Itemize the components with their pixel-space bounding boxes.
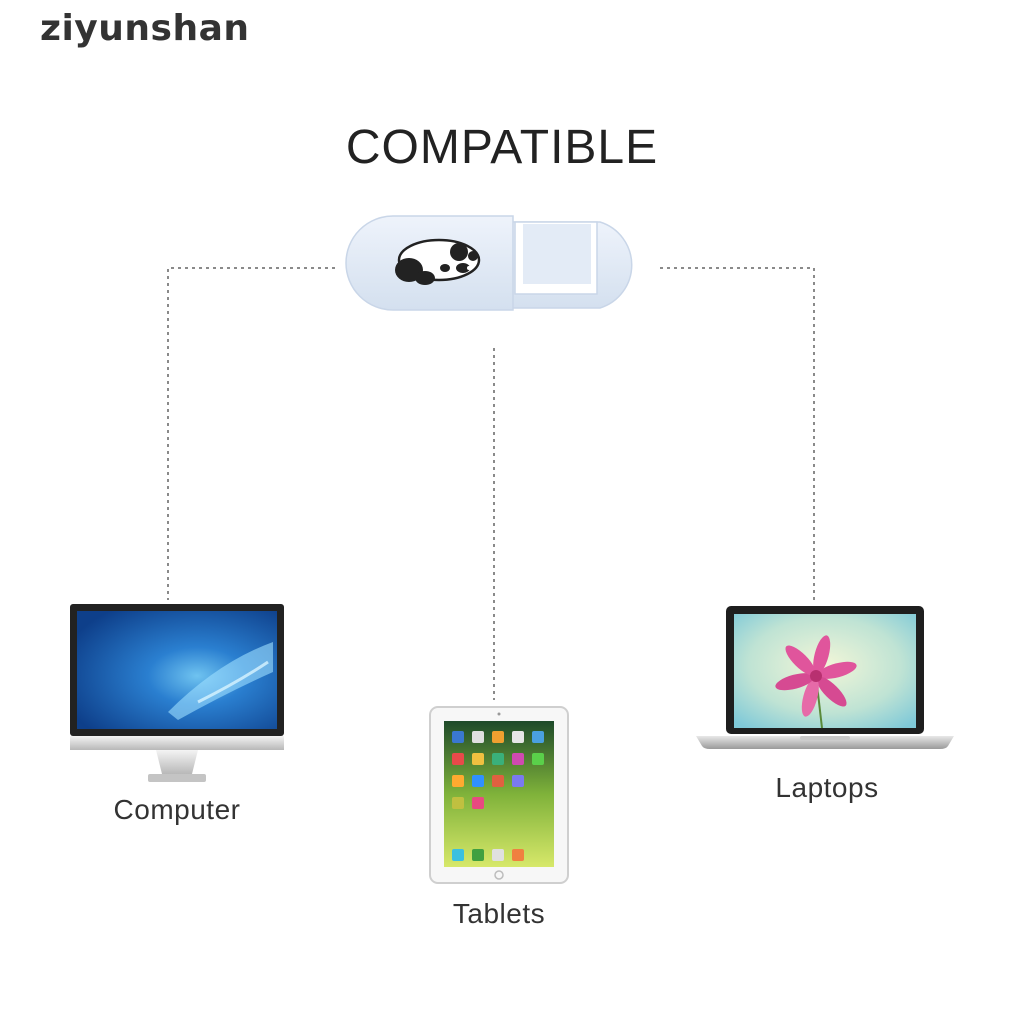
page-title: COMPATIBLE bbox=[345, 121, 659, 174]
device-label-tablets: Tablets bbox=[452, 898, 546, 929]
brand-watermark: ziyunshan bbox=[40, 8, 250, 49]
panda-icon bbox=[395, 238, 481, 285]
flower-icon bbox=[775, 635, 857, 729]
webcam-cover bbox=[345, 215, 633, 311]
device-label-laptops: Laptops bbox=[775, 772, 879, 803]
laptop-device bbox=[696, 606, 954, 749]
device-label-computer: Computer bbox=[113, 794, 241, 825]
tablet-device bbox=[429, 706, 569, 884]
computer-device bbox=[70, 604, 284, 782]
connector-laptop bbox=[660, 267, 815, 600]
connector-computer bbox=[167, 267, 335, 600]
